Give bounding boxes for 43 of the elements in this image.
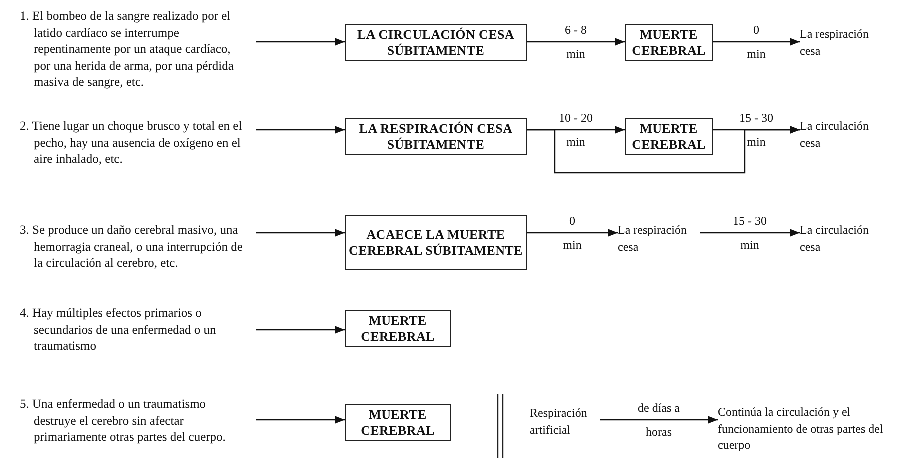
arrow xyxy=(527,38,625,46)
cause-text: 4. Hay múltiples efectos primarios o secundarios de una enfermedad o un traumatismo xyxy=(20,305,218,354)
arrow xyxy=(527,126,800,174)
arrow xyxy=(256,126,345,134)
box-label: MUERTE CEREBRAL xyxy=(631,120,707,152)
outcome-text: La respiración cesa xyxy=(618,222,688,255)
box-label: MUERTE CEREBRAL xyxy=(631,26,707,58)
arrow xyxy=(700,229,800,237)
outcome-text: La circulación cesa xyxy=(800,222,870,255)
cause-text: 2. Tiene lugar un choque brusco y total en el pecho, hay una ausencia de oxígeno en el aire inhalado, etc. xyxy=(20,118,244,168)
cause-text: 1. El bombeo de la sangre realizado por el latido cardíaco se interrumpe repentinamente por un ataque cardíaco, por una herida de arma, por una pérdida masiva de sangre, etc. xyxy=(20,8,235,90)
process-box xyxy=(345,310,451,347)
process-box xyxy=(345,404,451,441)
edge-label: 10 - 20 min xyxy=(558,110,594,151)
edge-label: 15 - 30 min xyxy=(732,213,768,254)
arrow xyxy=(713,38,800,46)
outcome-text: La respiración cesa xyxy=(800,26,870,59)
box-label: ACAECE LA MUERTE CEREBRAL SÚBITAMENTE xyxy=(348,226,524,258)
arrow xyxy=(527,229,618,237)
process-box xyxy=(345,215,527,270)
box-label: MUERTE CEREBRAL xyxy=(360,312,436,344)
outcome-text: Continúa la circulación y el funcionamiento de otras partes del cuerpo xyxy=(718,404,884,454)
arrow xyxy=(256,229,345,237)
arrow xyxy=(256,416,345,424)
outcome-text: La circulación cesa xyxy=(800,118,870,151)
process-box xyxy=(625,24,713,61)
process-box xyxy=(345,118,527,155)
edge-label: 15 - 30 min xyxy=(738,110,774,151)
process-box xyxy=(625,118,713,155)
arrow xyxy=(600,416,718,424)
box-label: LA RESPIRACIÓN CESA SÚBITAMENTE xyxy=(358,120,514,152)
outcome-text: Respiración artificial xyxy=(530,405,588,438)
process-box xyxy=(345,24,527,61)
cause-text: 5. Una enfermedad o un traumatismo destruye el cerebro sin afectar primariamente otras partes del cuerpo. xyxy=(20,396,227,446)
cause-text: 3. Se produce un daño cerebral masivo, una hemorragia craneal, o una interrupción de la circulación al cerebro, etc. xyxy=(20,222,244,272)
box-label: LA CIRCULACIÓN CESA SÚBITAMENTE xyxy=(356,26,516,58)
box-label: MUERTE CEREBRAL xyxy=(360,406,436,438)
edge-label: de días a horas xyxy=(637,400,681,441)
arrow xyxy=(256,38,345,46)
edge-label: 0 min xyxy=(746,22,767,63)
edge-label: 6 - 8 min xyxy=(564,22,588,63)
arrow xyxy=(256,326,345,334)
edge-label: 0 min xyxy=(562,213,583,254)
